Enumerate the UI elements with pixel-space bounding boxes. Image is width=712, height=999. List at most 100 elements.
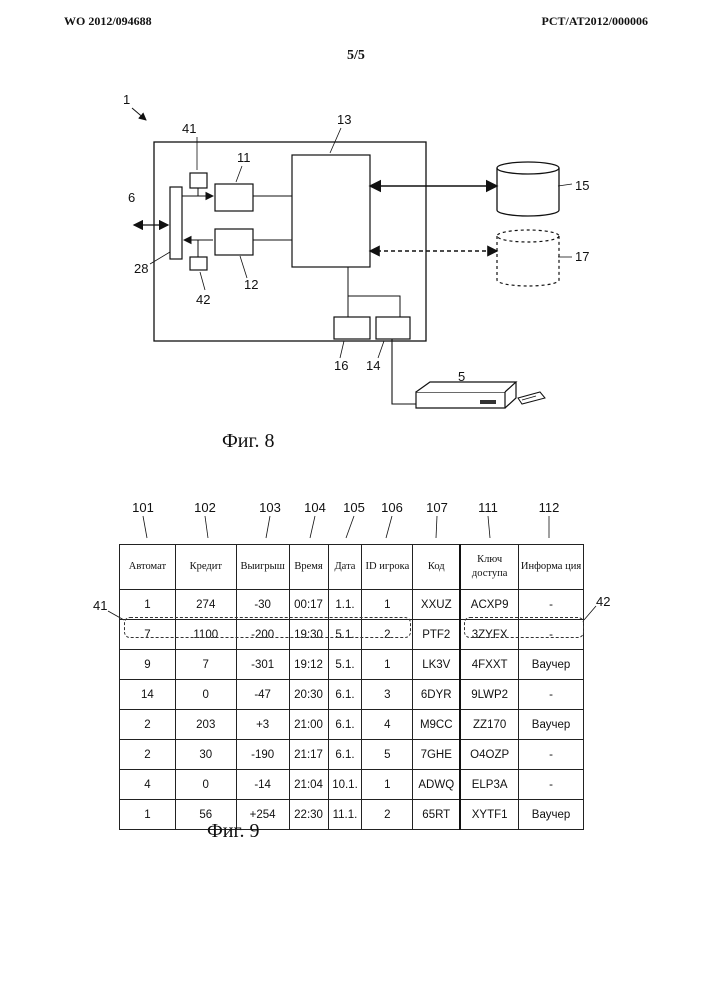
col-header-credit: Кредит bbox=[175, 545, 236, 590]
session-table: Автомат Кредит Выигрыш Время Дата ID игр… bbox=[119, 544, 584, 830]
cell-time: 19:12 bbox=[289, 650, 328, 680]
cell-time: 21:04 bbox=[289, 770, 328, 800]
cell-code: XXUZ bbox=[413, 590, 460, 620]
highlight-group-42 bbox=[464, 617, 584, 638]
cell-date: 1.1. bbox=[328, 590, 362, 620]
table-row: 140-4720:306.1.36DYR9LWP2- bbox=[120, 680, 584, 710]
cell-date: 10.1. bbox=[328, 770, 362, 800]
cell-player-id: 1 bbox=[362, 650, 413, 680]
cell-info: - bbox=[519, 770, 584, 800]
box-13 bbox=[292, 155, 370, 267]
cell-info: - bbox=[519, 680, 584, 710]
cell-player-id: 3 bbox=[362, 680, 413, 710]
cell-access-key: 9LWP2 bbox=[460, 680, 518, 710]
cell-machine: 2 bbox=[120, 740, 176, 770]
cell-date: 6.1. bbox=[328, 740, 362, 770]
table-row: 156+25422:3011.1.265RTXYTF1Ваучер bbox=[120, 800, 584, 830]
cell-win: -30 bbox=[236, 590, 289, 620]
col-header-win: Выигрыш bbox=[236, 545, 289, 590]
cell-machine: 1 bbox=[120, 800, 176, 830]
column-ref-102: 102 bbox=[194, 500, 216, 515]
box-42 bbox=[190, 257, 207, 270]
label-16: 16 bbox=[334, 358, 348, 373]
label-28: 28 bbox=[134, 261, 148, 276]
cell-time: 20:30 bbox=[289, 680, 328, 710]
cell-machine: 9 bbox=[120, 650, 176, 680]
column-ref-105: 105 bbox=[343, 500, 365, 515]
cell-win: +3 bbox=[236, 710, 289, 740]
label-5: 5 bbox=[458, 369, 465, 384]
cell-player-id: 1 bbox=[362, 770, 413, 800]
box-41 bbox=[190, 173, 207, 188]
database-17 bbox=[497, 236, 559, 286]
cell-info: - bbox=[519, 590, 584, 620]
cell-access-key: O4OZP bbox=[460, 740, 518, 770]
label-15: 15 bbox=[575, 178, 589, 193]
label-11: 11 bbox=[237, 150, 251, 165]
cell-info: Ваучер bbox=[519, 710, 584, 740]
column-ref-111: 111 bbox=[478, 500, 498, 515]
table-row: 2203+321:006.1.4M9CCZZ170Ваучер bbox=[120, 710, 584, 740]
cell-access-key: XYTF1 bbox=[460, 800, 518, 830]
cell-player-id: 5 bbox=[362, 740, 413, 770]
table-row: 40-1421:0410.1.1ADWQELP3A- bbox=[120, 770, 584, 800]
bus-28 bbox=[170, 187, 182, 259]
cell-win: -14 bbox=[236, 770, 289, 800]
device-5 bbox=[416, 382, 516, 408]
col-header-machine: Автомат bbox=[120, 545, 176, 590]
cell-code: M9CC bbox=[413, 710, 460, 740]
cell-code: ADWQ bbox=[413, 770, 460, 800]
cell-date: 11.1. bbox=[328, 800, 362, 830]
label-13: 13 bbox=[337, 112, 351, 127]
cell-access-key: 4FXXT bbox=[460, 650, 518, 680]
col-header-time: Время bbox=[289, 545, 328, 590]
cell-credit: 0 bbox=[175, 680, 236, 710]
box-16 bbox=[334, 317, 370, 339]
column-ref-104: 104 bbox=[304, 500, 326, 515]
column-ref-101: 101 bbox=[132, 500, 154, 515]
cell-time: 21:00 bbox=[289, 710, 328, 740]
cell-time: 00:17 bbox=[289, 590, 328, 620]
col-header-info: Информа ция bbox=[519, 545, 584, 590]
cell-credit: 0 bbox=[175, 770, 236, 800]
cell-info: Ваучер bbox=[519, 800, 584, 830]
cell-machine: 4 bbox=[120, 770, 176, 800]
cell-player-id: 4 bbox=[362, 710, 413, 740]
cell-access-key: ACXP9 bbox=[460, 590, 518, 620]
box-12 bbox=[215, 229, 253, 255]
table-row: 230-19021:176.1.57GHEO4OZP- bbox=[120, 740, 584, 770]
cell-credit: 203 bbox=[175, 710, 236, 740]
cell-access-key: ELP3A bbox=[460, 770, 518, 800]
highlight-group-41 bbox=[124, 617, 411, 638]
card-icon bbox=[518, 392, 545, 404]
cell-code: 7GHE bbox=[413, 740, 460, 770]
cell-machine: 1 bbox=[120, 590, 176, 620]
label-14: 14 bbox=[366, 358, 380, 373]
label-6: 6 bbox=[128, 190, 135, 205]
figure-8-caption: Фиг. 8 bbox=[222, 430, 274, 453]
cell-code: PTF2 bbox=[413, 620, 460, 650]
cell-credit: 274 bbox=[175, 590, 236, 620]
figure-8-diagram: 1 6 28 41 42 11 12 13 15 17 16 14 bbox=[0, 0, 712, 480]
table-row: 1274-3000:171.1.1XXUZACXP9- bbox=[120, 590, 584, 620]
column-ref-107: 107 bbox=[426, 500, 448, 515]
cell-win: -47 bbox=[236, 680, 289, 710]
system-box bbox=[154, 142, 426, 341]
cell-code: 6DYR bbox=[413, 680, 460, 710]
col-header-player-id: ID игрока bbox=[362, 545, 413, 590]
table-header-row: Автомат Кредит Выигрыш Время Дата ID игр… bbox=[120, 545, 584, 590]
row-ref-42: 42 bbox=[596, 594, 610, 609]
cell-info: Ваучер bbox=[519, 650, 584, 680]
database-15 bbox=[497, 168, 559, 216]
label-17: 17 bbox=[575, 249, 589, 264]
label-12: 12 bbox=[244, 277, 258, 292]
cell-code: LK3V bbox=[413, 650, 460, 680]
cell-win: -301 bbox=[236, 650, 289, 680]
cell-date: 5.1. bbox=[328, 650, 362, 680]
cell-player-id: 2 bbox=[362, 800, 413, 830]
column-ref-112: 112 bbox=[539, 500, 560, 515]
label-41: 41 bbox=[182, 121, 196, 136]
cell-machine: 14 bbox=[120, 680, 176, 710]
label-1: 1 bbox=[123, 92, 130, 107]
table-row: 97-30119:125.1.1LK3V4FXXTВаучер bbox=[120, 650, 584, 680]
